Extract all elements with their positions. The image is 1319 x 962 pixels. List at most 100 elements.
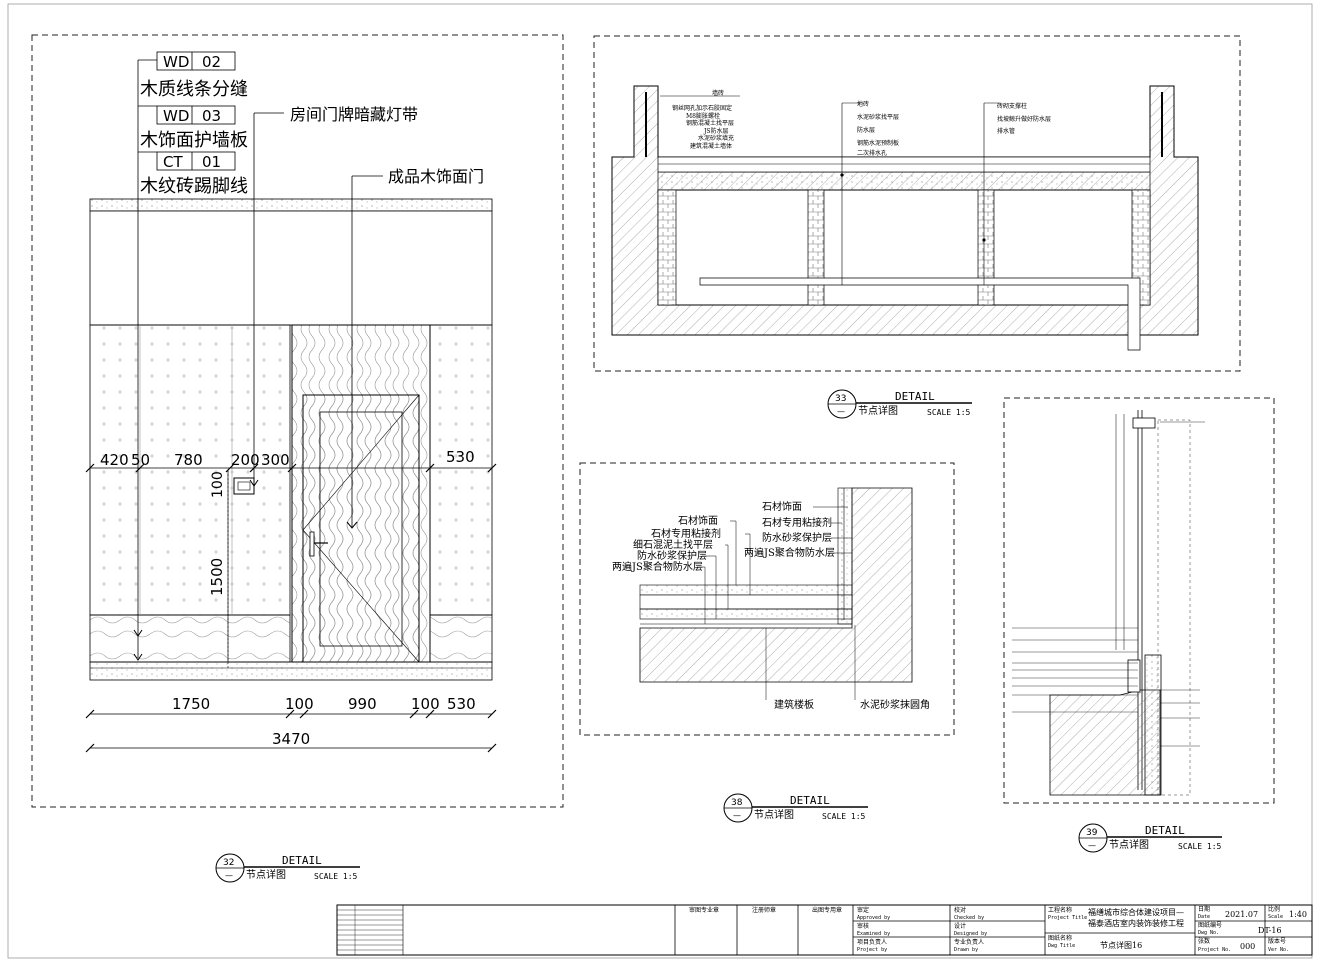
detail-marker-38: 38 — DETAIL 节点详图 SCALE 1:5 xyxy=(723,793,868,823)
tb-drawn-en: Drawn by xyxy=(954,947,978,953)
wood-panel-right xyxy=(429,324,493,616)
code-ct01-num: 01 xyxy=(202,153,221,171)
tb-project-title-cn: 工程名称 xyxy=(1048,906,1072,914)
code-ct01-prefix: CT xyxy=(163,153,183,171)
detail-marker-39: 39 — DETAIL 节点详图 SCALE 1:5 xyxy=(1078,823,1222,853)
tb-dwg-title-en: Dwg Title xyxy=(1048,943,1075,949)
code-wd02: WD 02 木质线条分缝 xyxy=(140,51,248,100)
frame-39 xyxy=(1003,397,1275,804)
elevation-32: WD 02 木质线条分缝 WD 03 木饰面护墙板 CT 01 木纹砖踢脚线 房… xyxy=(31,34,564,808)
tb-project-title-en: Project Title xyxy=(1048,915,1087,921)
dim-990: 990 xyxy=(348,695,377,713)
joint-right-0: 石材饰面 xyxy=(762,500,802,513)
tb-scale-value: 1:40 xyxy=(1289,910,1307,919)
tb-dwg-no-value: DT-16 xyxy=(1258,926,1282,935)
joint-fillet: 水泥砂浆抹圆角 xyxy=(860,698,930,711)
marker-38-scale: SCALE 1:5 xyxy=(822,812,866,821)
joint-left-2: 细石混泥土找平层 xyxy=(633,538,713,551)
code-wd03-prefix: WD xyxy=(163,107,189,125)
joint-right-1: 石材专用粘接剂 xyxy=(762,516,832,529)
pool-mid-2: 防水层 xyxy=(857,126,875,134)
pool-right-2: 排水管 xyxy=(997,127,1015,135)
tb-date-cn: 日期 xyxy=(1198,905,1210,913)
marker-38-name: 节点详图 xyxy=(754,808,794,821)
pool-mid-4: 二次排水孔 xyxy=(857,149,887,157)
code-wd02-num: 02 xyxy=(202,53,221,71)
dim-300: 300 xyxy=(261,451,290,469)
sheet-border xyxy=(7,3,1313,959)
detail-marker-32: 32 — DETAIL 节点详图 SCALE 1:5 xyxy=(215,853,360,883)
frame-38 xyxy=(579,462,955,736)
tb-dwg-title-cn: 图纸名称 xyxy=(1048,934,1072,942)
pool-label-3: 钢筋混凝土找平层 xyxy=(686,119,734,127)
code-wd03: WD 03 木饰面护墙板 xyxy=(140,105,248,151)
dim-1500-vertical: 1500 xyxy=(208,558,226,596)
joint-floor-slab: 建筑楼板 xyxy=(774,698,814,711)
dimension-vertical: 100 1500 xyxy=(208,470,229,662)
tb-seal-1: 审图专业章 xyxy=(689,906,719,914)
marker-39-num: 39 xyxy=(1086,828,1098,838)
dim-530-bottom: 530 xyxy=(447,695,476,713)
skirting-left xyxy=(89,614,291,663)
tb-examined-cn: 审核 xyxy=(857,922,869,930)
section-39 xyxy=(1003,397,1275,804)
dim-1750: 1750 xyxy=(172,695,210,713)
skirting-right xyxy=(429,614,493,663)
tb-project-name-1: 福缮城市综合体建设项目— xyxy=(1088,907,1184,917)
tb-designed-cn: 设计 xyxy=(954,922,966,930)
tb-project-name-2: 福泰酒店室内装饰装修工程 xyxy=(1088,918,1184,928)
marker-32-scale: SCALE 1:5 xyxy=(314,872,358,881)
joint-right-3: 两遍JS聚合物防水层 xyxy=(744,546,835,559)
code-ct01: CT 01 木纹砖踢脚线 xyxy=(140,151,248,197)
joint-left-1: 石材专用粘接剂 xyxy=(651,527,721,540)
pool-mid-3: 钢筋水泥预制板 xyxy=(857,139,899,147)
tb-ver-cn: 版本号 xyxy=(1268,937,1286,945)
tb-scale-cn: 比例 xyxy=(1268,905,1280,913)
title-block: 审图专业章 注册师章 出图专用章 审定 Approved by 审核 Exami… xyxy=(336,904,1313,956)
pool-label-6: 建筑混凝土墙体 xyxy=(690,142,732,150)
tb-projectby-en: Project by xyxy=(857,947,887,953)
tb-proj-no-value: 000 xyxy=(1240,942,1255,951)
pool-right-labels: 砖砌支撑柱 找坡鲸升做好防水层 排水管 xyxy=(984,102,1051,135)
marker-32-num: 32 xyxy=(223,858,234,868)
tb-dwg-title-value: 节点详图16 xyxy=(1100,940,1142,950)
marker-32-title: DETAIL xyxy=(282,854,322,867)
marker-32-name: 节点详图 xyxy=(246,868,286,881)
door-handle-icon xyxy=(309,531,315,557)
section-38: 石材饰面 石材专用粘接剂 细石混泥土找平层 防水砂浆保护层 两遍JS聚合物防水层… xyxy=(579,462,955,736)
marker-33-title: DETAIL xyxy=(895,390,935,403)
tb-date-en: Date xyxy=(1198,914,1210,920)
joint-right-2: 防水砂浆保护层 xyxy=(762,531,832,544)
marker-33-scale: SCALE 1:5 xyxy=(927,408,971,417)
tb-approved-en: Approved by xyxy=(857,915,890,921)
door-sign-box xyxy=(233,477,255,495)
floor-band xyxy=(89,661,493,681)
joint-left-0: 石材饰面 xyxy=(678,514,718,527)
pool-label-4: JS防水层 xyxy=(703,127,729,135)
tb-checked-cn: 校对 xyxy=(954,906,966,914)
pool-right-1: 找坡鲸升做好防水层 xyxy=(997,115,1051,123)
joint-right-labels: 石材饰面 石材专用粘接剂 防水砂浆保护层 两遍JS聚合物防水层 xyxy=(744,500,852,559)
marker-33-num: 33 xyxy=(835,394,846,404)
detail-marker-33: 33 — DETAIL 节点详图 SCALE 1:5 xyxy=(827,389,972,419)
code-ct01-desc: 木纹砖踢脚线 xyxy=(140,176,248,197)
pool-left-labels: 墙砖 钢丝网孔加示石胶固定 M8膨胀螺栓 钢筋混凝土找平层 JS防水层 水泥砂浆… xyxy=(660,89,740,150)
dim-780: 780 xyxy=(174,451,203,469)
marker-39-sub: — xyxy=(1088,841,1096,850)
marker-39-scale: SCALE 1:5 xyxy=(1178,842,1222,851)
pool-label-2: M8膨胀螺栓 xyxy=(686,112,720,120)
dim-200: 200 xyxy=(231,451,260,469)
joint-left-3: 防水砂浆保护层 xyxy=(637,549,707,562)
ceiling-band xyxy=(89,198,493,212)
tb-date-value: 2021.07 xyxy=(1225,910,1258,919)
label-light-strip: 房间门牌暗藏灯带 xyxy=(290,105,418,124)
marker-38-title: DETAIL xyxy=(790,794,830,807)
pool-label-0: 墙砖 xyxy=(712,89,724,97)
marker-38-num: 38 xyxy=(731,798,743,808)
joint-left-labels: 石材饰面 石材专用粘接剂 细石混泥土找平层 防水砂浆保护层 两遍JS聚合物防水层 xyxy=(612,514,751,624)
pool-mid-1: 水泥砂浆找平层 xyxy=(857,113,899,121)
door-swing xyxy=(302,394,420,663)
dimension-top: 420 50 780 200 300 530 xyxy=(85,448,497,668)
dim-420: 420 xyxy=(100,451,129,469)
